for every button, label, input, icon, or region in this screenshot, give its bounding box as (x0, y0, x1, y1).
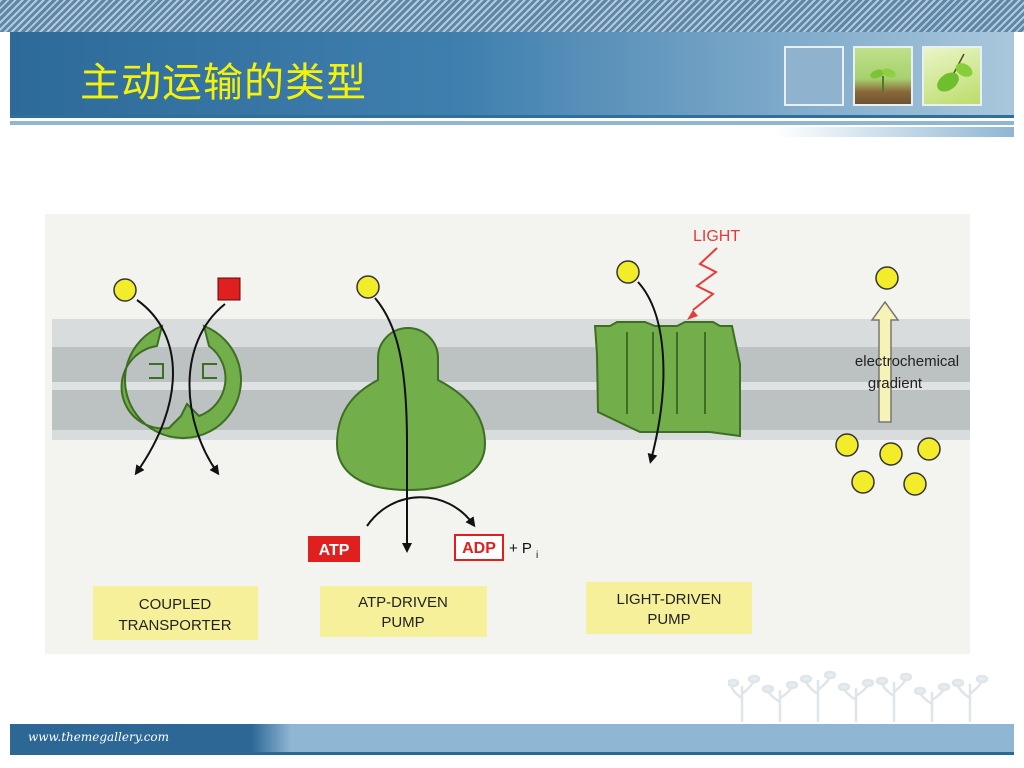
caption-box (586, 582, 752, 634)
adp-box (454, 534, 504, 561)
gradient-arrow-icon (870, 300, 900, 423)
footer-url: www.themegallery.com (28, 730, 170, 744)
membrane-inner-band (52, 430, 970, 440)
transport-diagram: ATP ADP + P i LIGHT electrochemical grad… (52, 228, 970, 640)
light-label: LIGHT (693, 228, 740, 245)
atp-label: ATP (319, 542, 350, 559)
phosphate-label: + P (509, 540, 532, 557)
coupled-arrow-right (188, 303, 226, 476)
caption-atp-line2: PUMP (381, 614, 424, 631)
blank-tile-image (784, 46, 844, 106)
atp-pump-arrow (374, 297, 412, 553)
gradient-solute (903, 472, 927, 496)
coupled-transporter (113, 277, 242, 476)
binding-site-right (202, 363, 217, 379)
caption-coupled-transporter: COUPLED TRANSPORTER (93, 586, 258, 640)
sprout-image (853, 46, 913, 106)
electrochemical-gradient: electrochemical gradient (835, 266, 959, 496)
footer-bar (10, 724, 1014, 752)
phosphate-subscript: i (536, 550, 538, 561)
active-transport-figure: ATP ADP + P i LIGHT electrochemical grad… (45, 214, 970, 654)
caption-light-line2: PUMP (647, 611, 690, 628)
slide-title: 主动运输的类型 (80, 60, 367, 106)
gradient-solute (879, 442, 903, 466)
light-pump-shape (593, 321, 741, 438)
caption-coupled-line2: TRANSPORTER (118, 617, 231, 634)
caption-box (93, 586, 258, 640)
header-bar (10, 32, 1014, 118)
gradient-solute-top (875, 266, 899, 290)
atp-box (308, 536, 360, 562)
yellow-solute-icon (616, 260, 640, 284)
atp-driven-pump: ATP ADP + P i (308, 275, 538, 562)
leaves-image (922, 46, 982, 106)
light-pump-arrow (637, 281, 665, 464)
light-driven-pump: LIGHT (593, 228, 741, 464)
membrane-outer-band (52, 319, 970, 347)
yellow-solute-icon (113, 278, 137, 302)
gradient-label-line1: electrochemical (855, 353, 959, 370)
caption-atp-driven-pump: ATP-DRIVEN PUMP (320, 586, 487, 637)
grass-decoration-icon (728, 670, 989, 722)
caption-light-driven-pump: LIGHT-DRIVEN PUMP (586, 582, 752, 634)
gradient-label-line2: gradient (868, 375, 923, 392)
gradient-solute (835, 433, 859, 457)
gradient-solute (851, 470, 875, 494)
atp-hydrolysis-arrow (366, 496, 476, 528)
sprout-icon (870, 68, 896, 92)
footer-line (10, 752, 1014, 755)
header-stripe (0, 0, 1024, 32)
gradient-solute (917, 437, 941, 461)
light-zigzag-icon (692, 247, 718, 311)
atp-pump-shape (335, 327, 487, 492)
transmembrane-helices (626, 332, 706, 414)
membrane-core (52, 382, 970, 390)
binding-site-left (149, 363, 164, 379)
caption-coupled-line1: COUPLED (139, 596, 212, 613)
light-arrowhead (687, 310, 698, 320)
header-underline (10, 121, 1014, 125)
coupled-arrow-left (134, 299, 174, 476)
caption-atp-line1: ATP-DRIVEN (358, 594, 448, 611)
yellow-solute-icon (356, 275, 380, 299)
adp-label: ADP (462, 540, 496, 557)
header-accent-line (775, 127, 1014, 137)
red-solute-icon (217, 277, 241, 301)
leaves-icon (937, 53, 973, 92)
caption-light-line1: LIGHT-DRIVEN (616, 591, 721, 608)
caption-box (320, 586, 487, 637)
